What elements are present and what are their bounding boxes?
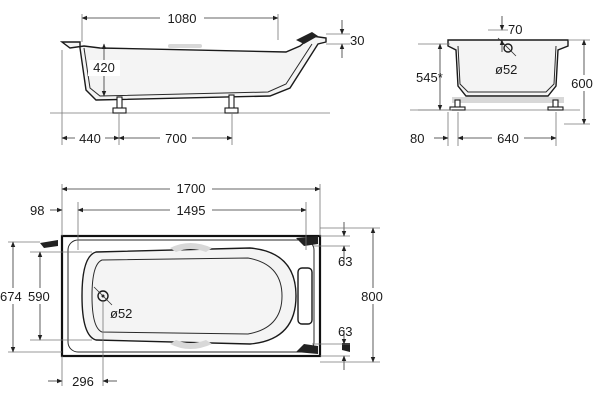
plan-dim-590-label: 590 bbox=[28, 289, 50, 304]
plan-dim-98-label: 98 bbox=[30, 203, 44, 218]
end-dim-70-label: 70 bbox=[508, 22, 522, 37]
side-dim-440-label: 440 bbox=[79, 131, 101, 146]
plan-dim-1700-label: 1700 bbox=[177, 181, 206, 196]
plan-handle-bottom bbox=[296, 344, 318, 354]
plan-corner-mark-right bbox=[342, 343, 350, 352]
plan-corner-mark-left bbox=[40, 240, 58, 248]
end-base-frame bbox=[452, 97, 564, 103]
side-view: 1080 420 30 440 700 bbox=[50, 10, 364, 146]
plan-grip-top bbox=[170, 243, 212, 252]
plan-dim-674-label: 674 bbox=[0, 289, 22, 304]
side-dim-700-label: 700 bbox=[165, 131, 187, 146]
plan-dim-800-label: 800 bbox=[361, 289, 383, 304]
side-tub-inner-contour bbox=[83, 43, 313, 97]
plan-outer-rim bbox=[60, 234, 322, 358]
plan-rim-inner-edge bbox=[67, 239, 315, 353]
end-leg-left bbox=[449, 99, 466, 111]
plan-basin-inner-contour bbox=[91, 257, 283, 335]
plan-outlet-pointer bbox=[93, 286, 113, 306]
end-tub-inner-contour bbox=[457, 45, 557, 93]
end-leg-right bbox=[547, 99, 564, 111]
plan-dim-296-label: 296 bbox=[72, 374, 94, 389]
side-dim-30-label: 30 bbox=[350, 33, 364, 48]
side-dim-420-label: 420 bbox=[93, 60, 115, 75]
side-leg-front bbox=[112, 96, 127, 114]
plan-grip-bottom bbox=[170, 340, 212, 349]
plan-dim-63-bottom-label: 63 bbox=[338, 324, 352, 339]
end-tub-body bbox=[447, 39, 569, 97]
end-dim-o52-label: ø52 bbox=[495, 62, 517, 77]
plan-dim-o52-label: ø52 bbox=[110, 306, 132, 321]
plan-handle-top bbox=[296, 236, 318, 246]
plan-dim-63-top-label: 63 bbox=[338, 254, 352, 269]
plan-headrest bbox=[297, 267, 313, 325]
side-dim-1080-label: 1080 bbox=[168, 11, 197, 26]
end-dim-640-label: 640 bbox=[497, 131, 519, 146]
end-outlet-circle bbox=[503, 43, 513, 53]
plan-dim-1495-label: 1495 bbox=[177, 203, 206, 218]
side-leg-rear bbox=[224, 94, 239, 114]
plan-view: ø52 1700 98 1495 674 590 63 bbox=[0, 180, 388, 389]
side-grip-slot bbox=[168, 44, 202, 48]
end-view: 70 ø52 545* 600 80 640 bbox=[410, 16, 598, 146]
side-headrest bbox=[296, 32, 318, 44]
end-dim-600-label: 600 bbox=[571, 76, 593, 91]
end-dim-545-label: 545* bbox=[416, 70, 443, 85]
side-tub-body bbox=[59, 35, 327, 101]
end-dim-80-label: 80 bbox=[410, 131, 424, 146]
plan-basin bbox=[81, 247, 297, 345]
